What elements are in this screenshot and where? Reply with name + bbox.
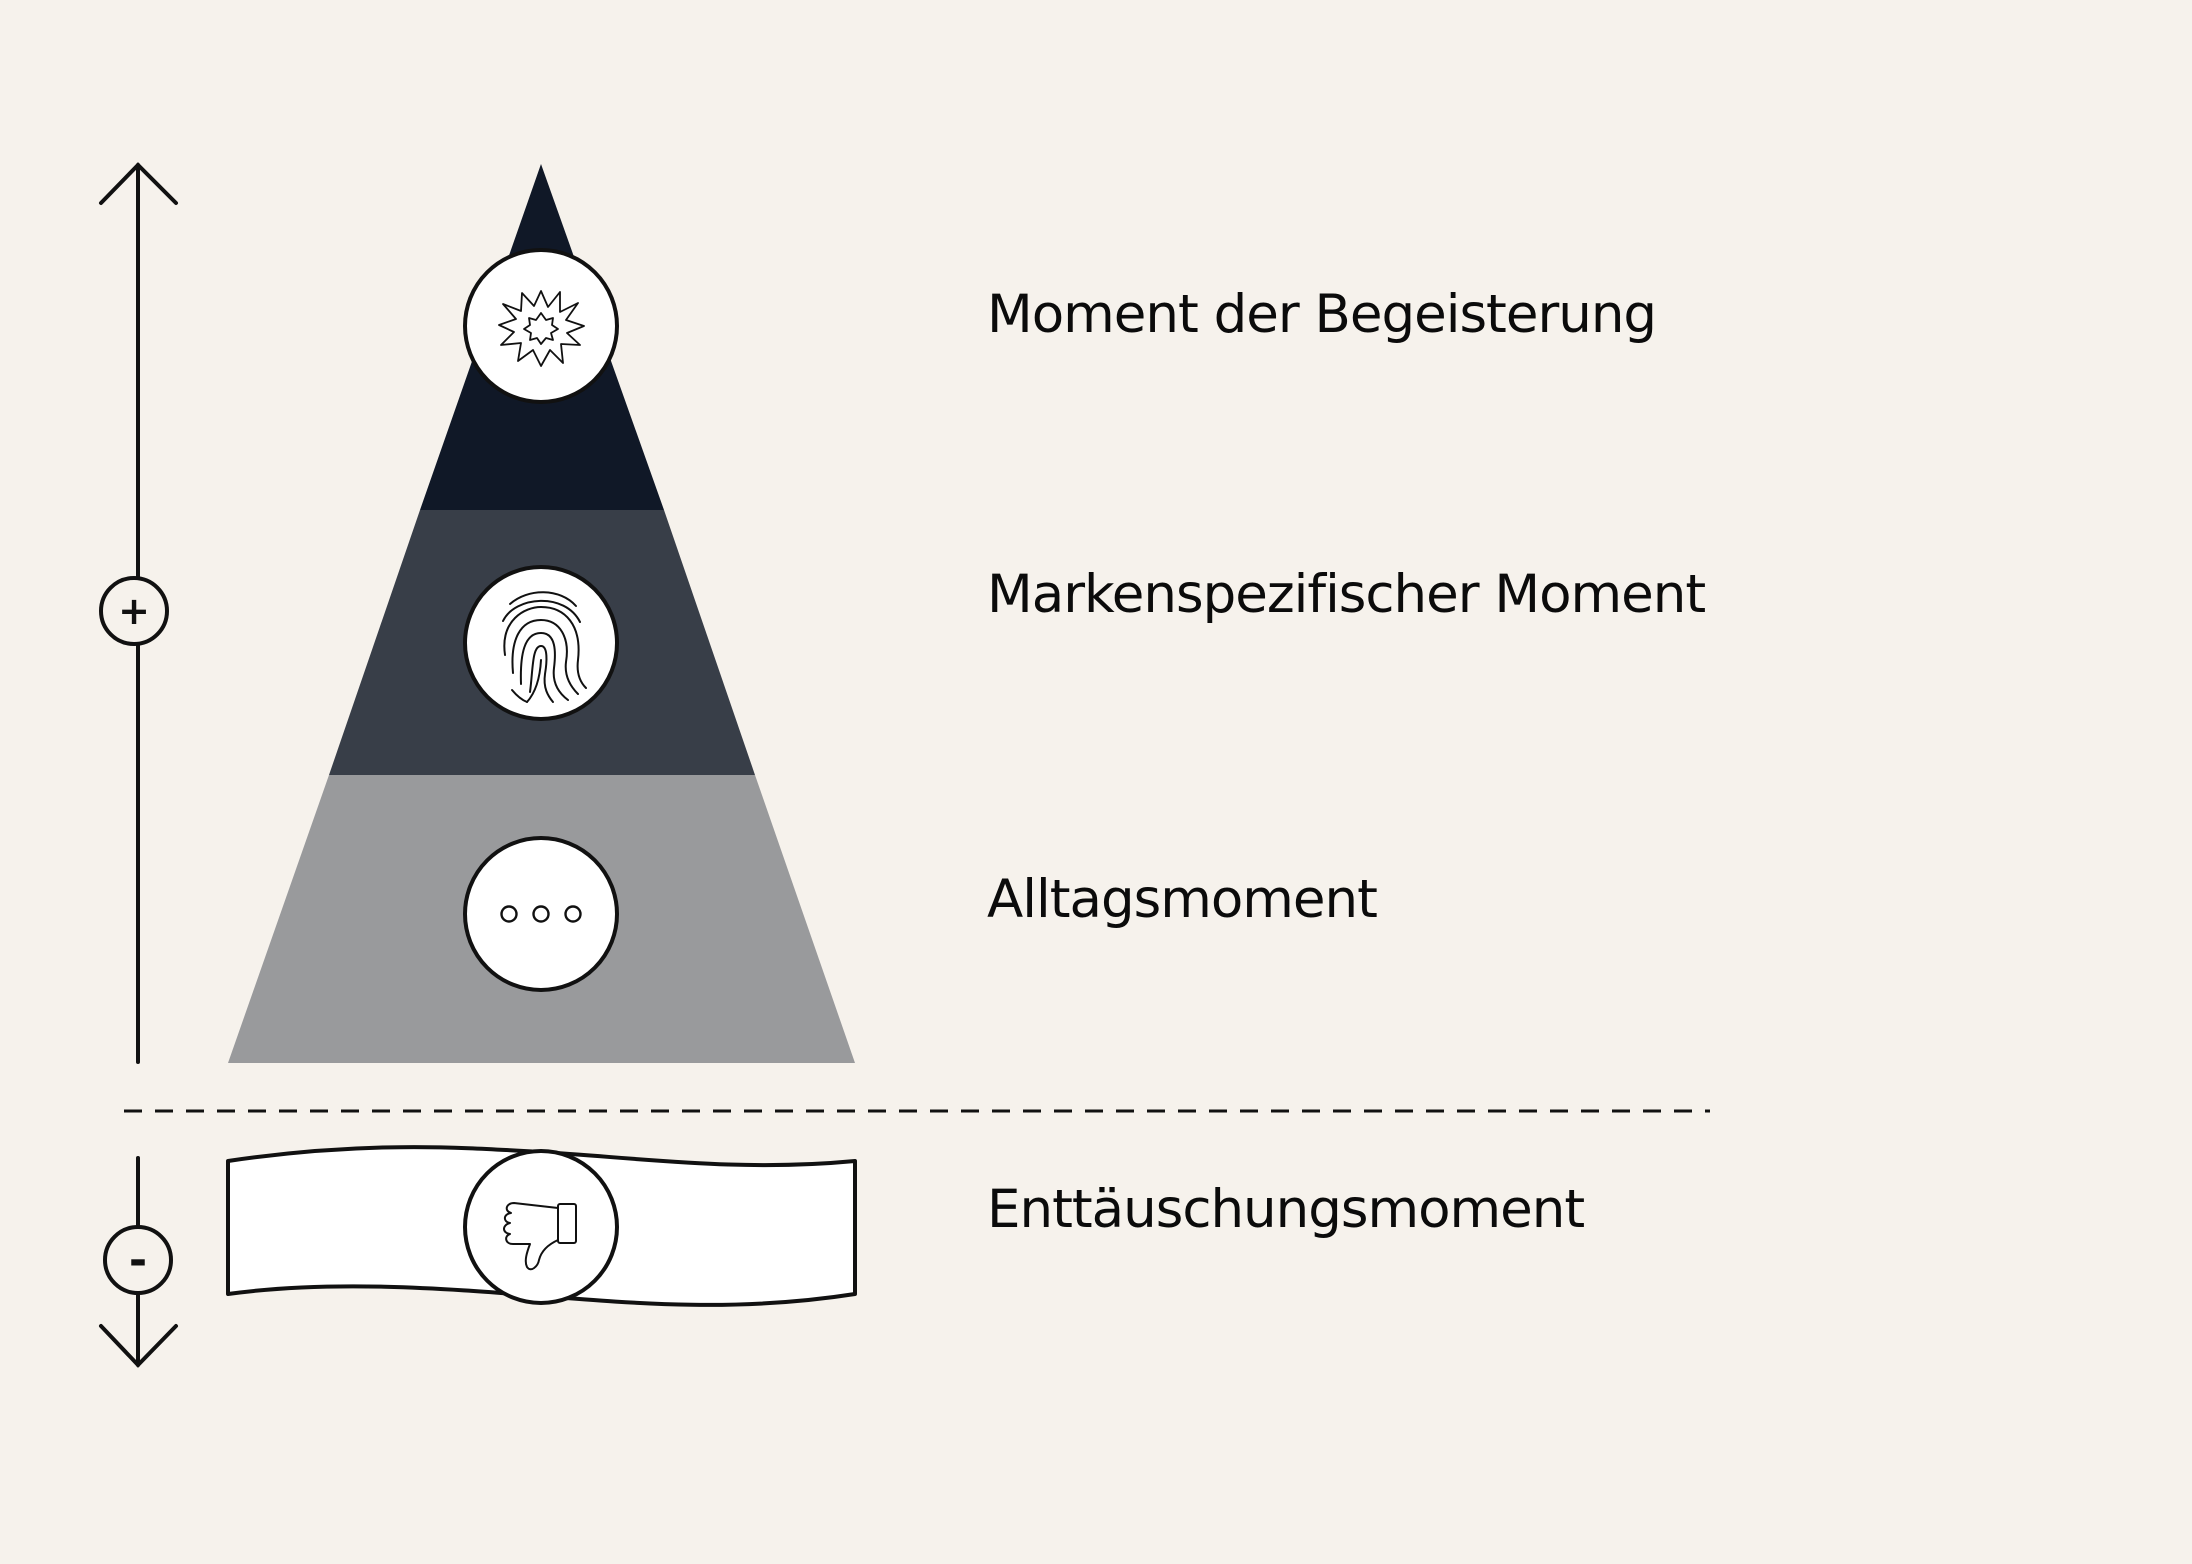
thumbs-down-icon xyxy=(503,1202,577,1271)
label-brand-moment: Markenspezifischer Moment xyxy=(987,564,1706,625)
label-delight-moment: Moment der Begeisterung xyxy=(987,284,1657,345)
minus-badge: - xyxy=(103,1225,173,1295)
label-disappointment-moment: Enttäuschungsmoment xyxy=(987,1179,1585,1240)
ellipsis-icon xyxy=(500,905,582,923)
thumbs-down-badge xyxy=(463,1149,619,1305)
label-everyday-moment: Alltagsmoment xyxy=(987,869,1378,930)
burst-icon xyxy=(498,290,585,367)
fingerprint-icon xyxy=(502,591,587,703)
minus-symbol: - xyxy=(129,1235,147,1286)
fingerprint-badge xyxy=(463,565,619,721)
ellipsis-badge xyxy=(463,836,619,992)
plus-symbol: + xyxy=(118,589,150,633)
burst-badge xyxy=(463,248,619,404)
plus-badge: + xyxy=(99,576,169,646)
